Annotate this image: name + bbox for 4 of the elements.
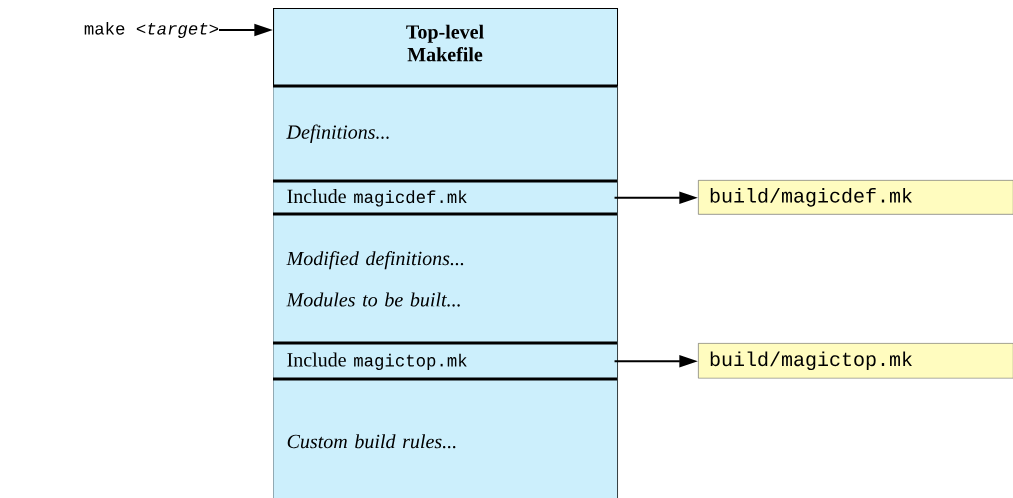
file-box: build/magicdef.mk <box>698 180 1013 215</box>
include-band: Include magictop.mk <box>273 343 618 380</box>
command-text: make <target> <box>84 21 219 39</box>
file-box: build/magictop.mk <box>698 343 1013 379</box>
